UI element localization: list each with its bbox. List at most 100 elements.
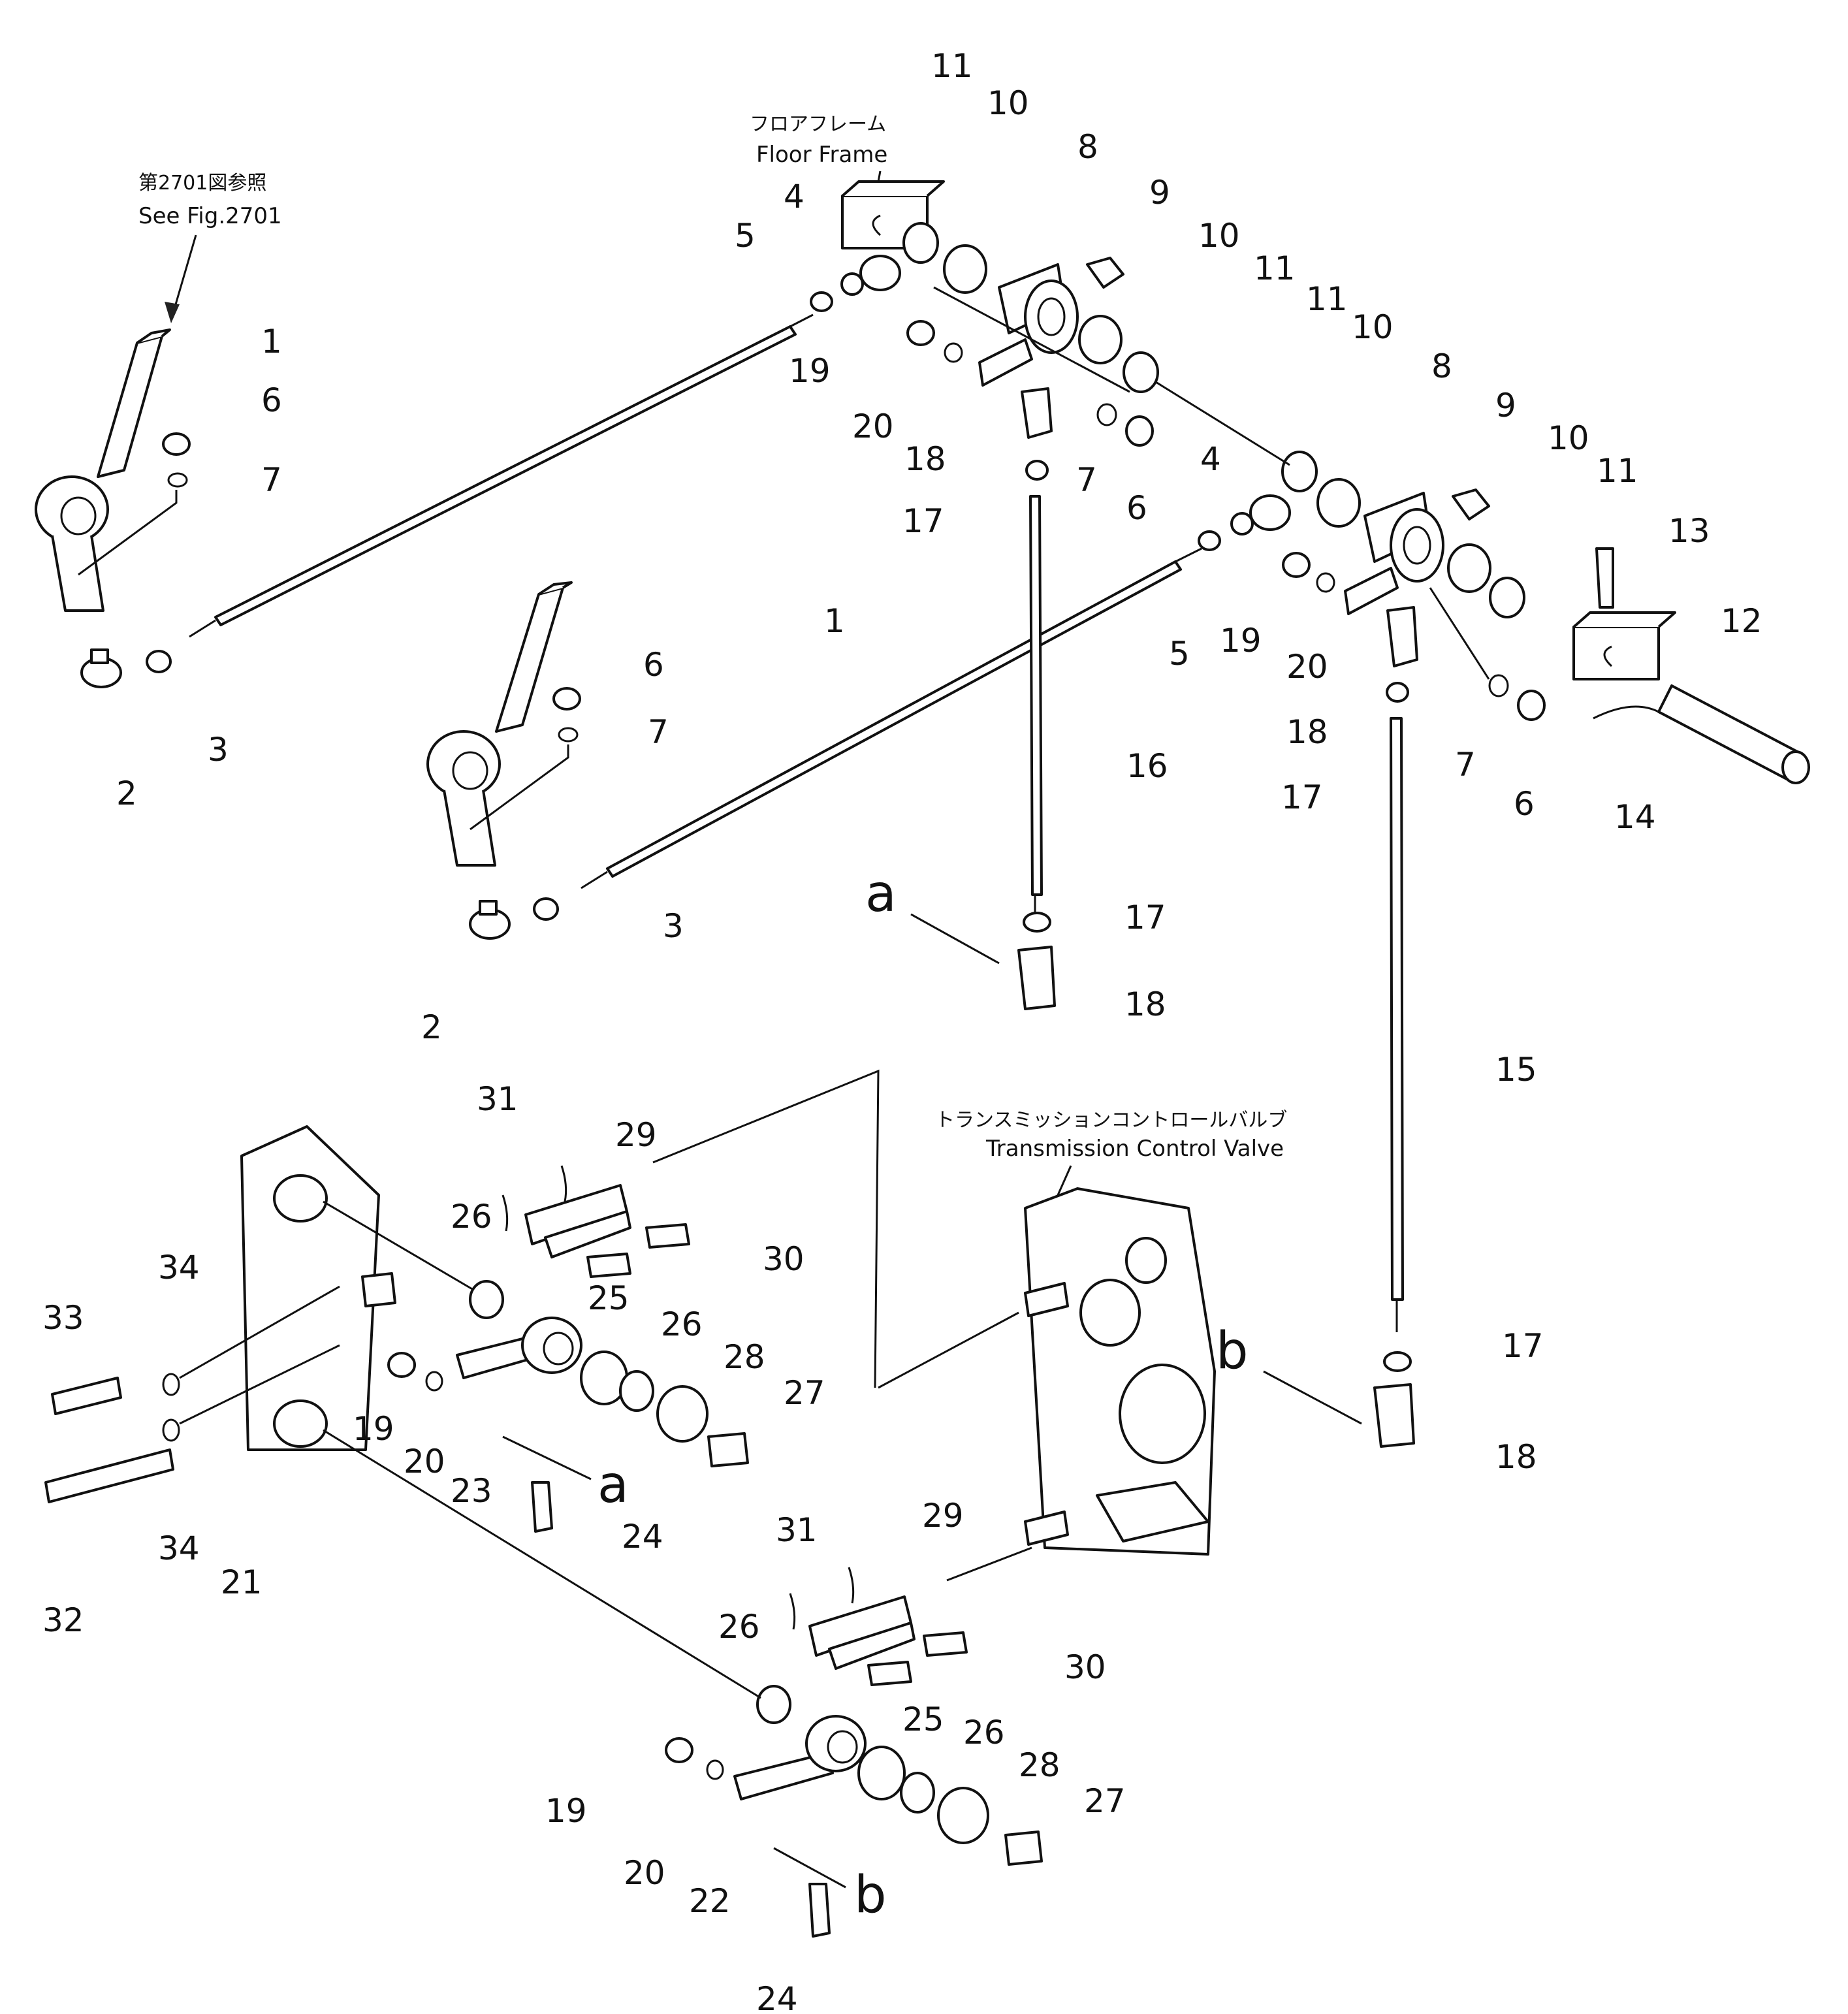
- part-label-9: 9: [1495, 387, 1516, 424]
- washer-7-left: [167, 472, 188, 488]
- part-label-1: 1: [824, 602, 845, 640]
- washer-7-center: [558, 727, 579, 743]
- cotter-pin-14: [1593, 705, 1659, 720]
- washer-20-bottom: [706, 1759, 724, 1780]
- part-label-21: 21: [221, 1563, 263, 1601]
- part-label-29: 29: [615, 1116, 657, 1154]
- part-label-30: 30: [763, 1240, 805, 1278]
- rod-lower: [581, 547, 1202, 889]
- joint-18-bottom: [1373, 1383, 1415, 1448]
- washer-20-lower-left: [425, 1371, 443, 1392]
- bolt-30-b: [586, 1253, 631, 1278]
- nut-17-mid: [1023, 912, 1051, 933]
- mounting-plate-21: [240, 1125, 396, 1451]
- grease-fitting-9-upper: [1086, 257, 1124, 289]
- bolt-30-c: [923, 1631, 968, 1657]
- bolt-13: [1595, 547, 1614, 609]
- part-label-25: 25: [588, 1279, 629, 1317]
- part-label-6: 6: [1126, 489, 1147, 527]
- part-label-2: 2: [421, 1008, 442, 1046]
- part-label-6: 6: [261, 381, 282, 419]
- part-label-8: 8: [1431, 347, 1452, 385]
- part-label-24: 24: [622, 1518, 663, 1556]
- part-label-18: 18: [1495, 1438, 1537, 1476]
- bushing-10-d: [1447, 543, 1491, 593]
- joint-18-right-top: [1386, 606, 1418, 667]
- ball-joint-4-lower: [1230, 494, 1291, 535]
- fig-ref-jp: 第2701図参照: [138, 172, 266, 195]
- washer-34-upper: [162, 1373, 180, 1396]
- part-label-20: 20: [404, 1443, 445, 1480]
- part-label-2: 2: [116, 775, 137, 812]
- tcv-jp: トランスミッションコントロールバルブ: [935, 1109, 1287, 1132]
- part-label-19: 19: [353, 1410, 394, 1448]
- part-label-29: 29: [922, 1497, 964, 1535]
- part-label-27: 27: [1084, 1782, 1126, 1820]
- part-label-26: 26: [451, 1198, 492, 1236]
- part-label-20: 20: [1286, 648, 1328, 686]
- plate-29-lower: [808, 1595, 916, 1670]
- cotter-31-c: [789, 1593, 796, 1630]
- part-label-17: 17: [1281, 778, 1323, 816]
- part-label-34: 34: [158, 1249, 200, 1287]
- bolt-30-a: [645, 1223, 690, 1249]
- part-label-26: 26: [661, 1305, 703, 1343]
- washer-28-lower: [937, 1787, 989, 1844]
- view-ref-a-upper-arrow: [910, 913, 1000, 965]
- floor-frame-block-lower: [1572, 611, 1676, 680]
- part-label-19: 19: [545, 1792, 587, 1830]
- nut-5-upper: [810, 291, 833, 312]
- tcv-en: Transmission Control Valve: [985, 1136, 1284, 1162]
- part-label-3: 3: [663, 907, 684, 945]
- part-label-5: 5: [1169, 635, 1190, 673]
- part-label-9: 9: [1149, 174, 1170, 212]
- control-lever-center: [426, 581, 573, 867]
- part-label-10: 10: [1352, 308, 1394, 346]
- part-label-30: 30: [1064, 1648, 1106, 1686]
- bolt-32: [44, 1448, 174, 1503]
- seal-26-left-upper: [469, 1280, 504, 1319]
- nut-5-lower: [1198, 530, 1221, 551]
- part-label-5: 5: [735, 217, 756, 255]
- washer-34-lower: [162, 1418, 180, 1442]
- grease-fitting-24-upper: [531, 1481, 553, 1533]
- nut-3-upper: [146, 650, 172, 673]
- cotter-31-d: [848, 1567, 855, 1604]
- part-label-27: 27: [784, 1374, 825, 1412]
- cotter-31-b: [560, 1165, 567, 1202]
- part-label-13: 13: [1668, 512, 1710, 550]
- part-label-31: 31: [477, 1080, 518, 1118]
- pin-12: [1657, 684, 1810, 784]
- cotter-31-a: [502, 1194, 509, 1232]
- part-label-3: 3: [208, 731, 229, 769]
- tcv-leader: [1057, 1165, 1072, 1196]
- part-label-4: 4: [1200, 440, 1221, 478]
- fig-ref-arrowhead: [165, 302, 180, 323]
- washer-7-right: [1488, 674, 1509, 697]
- seal-11-a: [902, 222, 939, 264]
- part-label-17: 17: [902, 502, 944, 540]
- part-label-10: 10: [987, 84, 1029, 122]
- part-label-23: 23: [451, 1472, 492, 1510]
- part-label-19: 19: [789, 352, 831, 390]
- part-label-7: 7: [1455, 746, 1476, 784]
- part-label-7: 7: [1076, 461, 1097, 499]
- bushing-10-a: [943, 244, 987, 294]
- part-label-17: 17: [1124, 899, 1166, 936]
- part-label-20: 20: [852, 408, 894, 445]
- ball-joint-4-upper: [840, 255, 901, 296]
- part-label-18: 18: [904, 440, 946, 478]
- part-label-17: 17: [1502, 1327, 1544, 1365]
- part-label-11: 11: [1597, 452, 1638, 490]
- part-label-28: 28: [724, 1338, 765, 1376]
- part-label-8: 8: [1077, 128, 1098, 166]
- bolt-30-d: [867, 1661, 912, 1686]
- link-22: [733, 1715, 867, 1800]
- bracket-8-upper: [978, 263, 1079, 387]
- bracket-8-lower: [1344, 492, 1444, 615]
- line-washer-to-lever-center: [470, 744, 569, 831]
- nut-19-bottom: [665, 1737, 693, 1763]
- rod-upper: [189, 313, 814, 638]
- nut-3-lower: [533, 897, 559, 921]
